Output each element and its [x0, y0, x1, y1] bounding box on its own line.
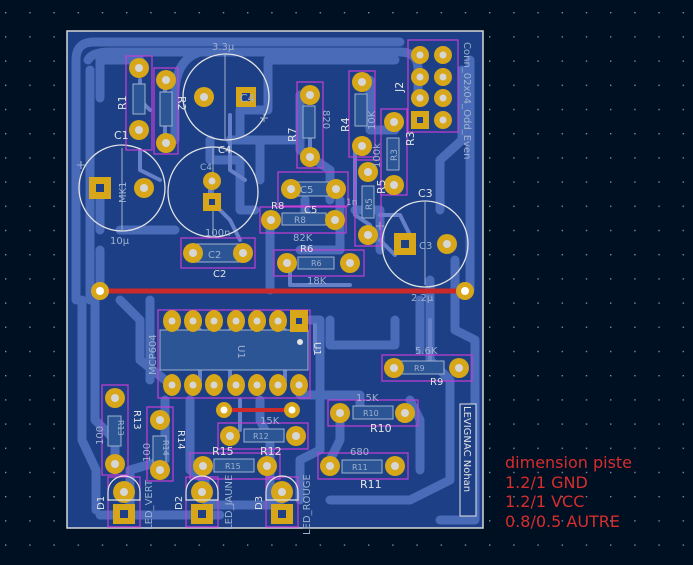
board-edge-cuts [66, 30, 484, 529]
c3-outline [381, 200, 469, 288]
c3-ref-label: C3 [418, 187, 433, 200]
r3-ref-label: R3 [404, 131, 417, 146]
r11-ref-label: R11 [360, 478, 382, 491]
r10-fab-label: R10 [363, 409, 379, 418]
r10-value-label: 1.5K [356, 393, 379, 404]
r11-value-label: 680 [350, 447, 369, 458]
r15-ref-label: R15 [212, 445, 234, 458]
u1-ref-label: U1 [311, 342, 322, 356]
c4-value-label: 3.3µ [212, 42, 235, 53]
note-line-4: 0.8/0.5 AUTRE [505, 511, 621, 531]
mk1-value-label: 10µ [110, 236, 130, 247]
r9-value-label: 5.6K [415, 346, 438, 357]
red-jumper-wires [100, 288, 465, 412]
courtyards [101, 39, 473, 528]
c3-fab-label: C3 [419, 241, 432, 252]
r4-ref-label: R4 [339, 117, 352, 132]
r14-ref-label: R14 [175, 430, 186, 450]
mk1-outline [78, 144, 166, 232]
j2-ref-label: J2 [393, 82, 406, 93]
c1-ref-label: C1 [114, 129, 129, 142]
d2-ref-label: D2 [174, 496, 185, 510]
u1-fab-label: U1 [235, 345, 246, 359]
r6-value-label: 18K [307, 276, 327, 287]
r12-fab-label: R12 [253, 432, 269, 441]
d1-name-label: LED_VERT [144, 479, 155, 530]
d3-name-label: LED_ROUGE [302, 474, 313, 535]
c4-ref-label: C4 [240, 92, 255, 105]
mk1-ref-label: MK1 [118, 181, 129, 203]
d1-ref-label: D1 [96, 496, 107, 510]
note-line-2: 1.2/1 GND [505, 472, 588, 492]
r7-ref-label: R7 [286, 127, 299, 142]
r7-value-label: 820 [320, 110, 331, 129]
r14-value-label: 100 [142, 443, 153, 462]
u1-value-label: MCP604 [148, 334, 159, 375]
d2-name-label: LED_JAUNE [224, 475, 235, 530]
r2-ref-label: R2 [175, 96, 188, 111]
r6-fab-label: R6 [311, 259, 322, 268]
c5-value-label: 1n [346, 198, 357, 208]
r8-ref-label: R8 [271, 201, 284, 212]
author-label: LEVIGNAC Nohan [461, 406, 472, 492]
r10-ref-label: R10 [370, 422, 392, 435]
d3-ref-label: D3 [254, 496, 265, 510]
c3-value-label: 2.2µ [411, 293, 434, 304]
r13-fab-label: R13 [116, 420, 125, 436]
led-outlines [107, 475, 299, 501]
note-line-1: dimension piste [505, 453, 633, 472]
r8-fab-label: R8 [294, 216, 306, 226]
c4b-ref-label: C4 [218, 145, 231, 156]
c5-ref-label: C5 [304, 205, 317, 216]
r8-value-label: 82K [293, 233, 313, 244]
component-labels: Conn_02x04_Odd_Even J2 3.3µ C4 R1 R2 C1 … [95, 42, 472, 535]
r14-fab-label: R14 [161, 440, 170, 456]
track-dimensions-note: dimension piste 1.2/1 GND 1.2/1 VCC 0.8/… [505, 453, 632, 531]
r9-fab-label: R9 [414, 364, 425, 373]
r6-ref-label: R6 [300, 244, 313, 255]
r5-ref-label: R5 [375, 179, 388, 194]
r3-fab-label: R3 [390, 149, 400, 161]
fab-outlines [107, 83, 445, 474]
c4b-fab-label: C4 [200, 163, 212, 173]
r3-value2-label: 100k [372, 143, 383, 168]
c5-fab-label: C5 [300, 185, 313, 196]
r12-ref-label: R12 [260, 445, 282, 458]
r9-ref-label: R9 [430, 377, 443, 388]
author-label-group: LEVIGNAC Nohan [459, 403, 477, 517]
pads [89, 46, 474, 524]
r1-ref-label: R1 [116, 95, 129, 110]
r13-ref-label: R13 [131, 410, 142, 430]
note-line-3: 1.2/1 VCC [505, 492, 585, 511]
r15-fab-label: R15 [225, 462, 241, 471]
j2-name-label: Conn_02x04_Odd_Even [461, 42, 472, 159]
r13-value-label: 100 [95, 426, 106, 445]
u1-pin1-marker [297, 339, 303, 345]
r5-fab-label: R5 [365, 198, 375, 210]
r3-value-label: 10K [367, 110, 378, 130]
c2-ref-label: C2 [213, 269, 226, 280]
r11-fab-label: R11 [352, 463, 368, 472]
c2-fab-label: C2 [208, 250, 221, 261]
r12-value-label: 15K [260, 416, 280, 427]
c2-value-label: 100n [205, 228, 230, 239]
c4-outline [182, 53, 270, 141]
capacitor-outlines [78, 53, 469, 288]
